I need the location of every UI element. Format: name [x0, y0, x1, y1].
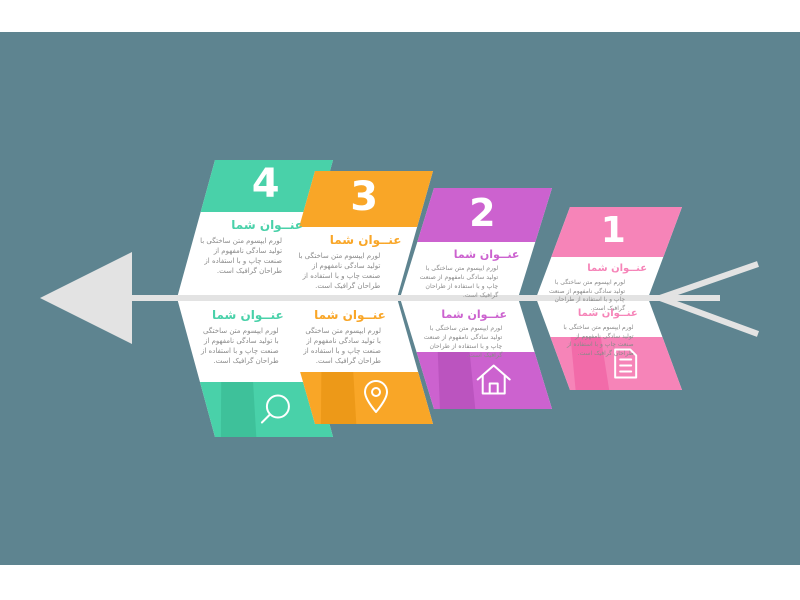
spine-line	[120, 295, 720, 301]
step-title-bottom-3: عنــوان شما	[314, 308, 386, 322]
home-icon	[476, 364, 511, 395]
top-band-2	[417, 188, 552, 242]
step-text-bottom-2: لورم ایپسوم متن ساختگی با تولید سادگی نا…	[423, 325, 503, 359]
fishbone-graphic	[40, 160, 760, 437]
step-text-top-1: لورم ایپسوم متن ساختگی با تولید سادگی نا…	[548, 279, 626, 313]
step-text-bottom-3: لورم ایپسوم متن ساختگی با تولید سادگی نا…	[303, 327, 381, 366]
top-band-3	[299, 171, 433, 227]
step-text-bottom-4: لورم ایپسوم متن ساختگی با تولید سادگی نا…	[200, 327, 279, 366]
bottom-band-shadow-2	[437, 352, 476, 409]
step-title-top-2: عنــوان شما	[453, 248, 520, 261]
step-title-bottom-4: عنــوان شما	[212, 308, 284, 322]
step-number-1: 1	[600, 209, 626, 251]
step-number-2: 2	[469, 191, 496, 236]
bottom-band-shadow-4	[220, 382, 257, 437]
top-band-1	[551, 207, 682, 257]
step-title-bottom-2: عنــوان شما	[441, 308, 508, 321]
step-text-bottom-1: لورم ایپسوم متن ساختگی با تولید سادگی نا…	[563, 324, 634, 358]
bottom-band-shadow-3	[320, 372, 357, 424]
search-icon	[260, 394, 290, 424]
step-number-3: 3	[350, 174, 379, 221]
document-icon	[614, 348, 638, 379]
step-text-top-2: لورم ایپسوم متن ساختگی با تولید سادگی نا…	[419, 265, 499, 299]
location-pin-icon	[364, 380, 389, 413]
step-text-top-4: لورم ایپسوم متن ساختگی با تولید سادگی نا…	[200, 237, 283, 276]
bottom-band-shadow-1	[570, 337, 610, 390]
step-title-top-1: عنــوان شما	[587, 263, 648, 274]
step-title-top-4: عنــوان شما	[231, 218, 304, 232]
top-band-4	[200, 160, 333, 212]
step-text-top-3: لورم ایپسوم متن ساختگی با تولید سادگی نا…	[298, 252, 381, 291]
step-number-4: 4	[251, 161, 280, 208]
fish-tail	[651, 261, 760, 337]
step-title-top-3: عنــوان شما	[329, 233, 402, 247]
arrow-head	[40, 252, 132, 344]
step-title-bottom-1: عنــوان شما	[577, 308, 638, 319]
